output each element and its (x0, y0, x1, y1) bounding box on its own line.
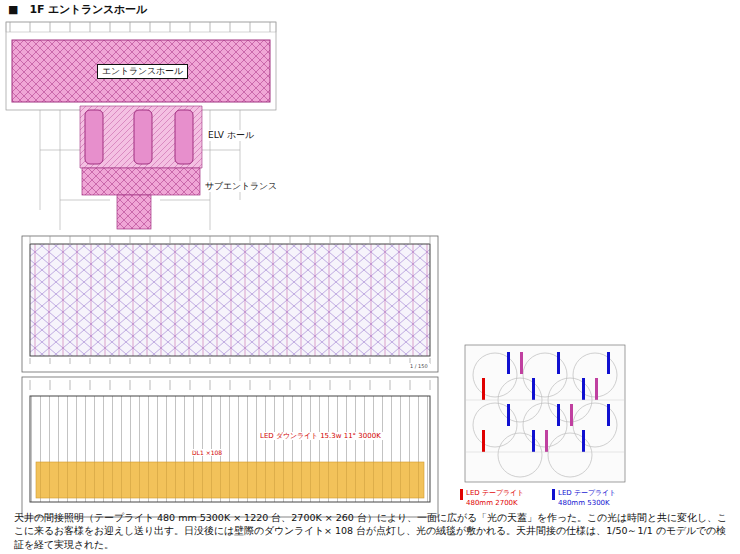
room-label: ELV ホール (206, 130, 256, 141)
legend-entry: LED テープライト 480mm 5300K (552, 488, 642, 508)
fixture-count: DL1 ×108 (190, 449, 224, 456)
legend-text: LED テープライト 480mm 2700K (466, 488, 550, 508)
elevator-core (134, 110, 152, 164)
page-title: ■ 1F エントランスホール (8, 3, 147, 16)
tape-light-ceiling (30, 244, 430, 356)
elv-hall-area (80, 106, 202, 168)
grid-ticks (22, 380, 438, 390)
sub-entrance-area (117, 195, 151, 229)
plan-frame (22, 236, 438, 372)
legend-swatch (552, 489, 555, 500)
legend-entry: LED テープライト 480mm 2700K (460, 488, 550, 508)
grid-ticks (22, 236, 438, 243)
sub-entrance-area (82, 168, 200, 195)
caption-text: 天井の間接照明（テープライト 480 mm 5300K × 1220 台、270… (14, 511, 730, 552)
scale-note: 1 / 150 (408, 363, 430, 369)
tape-light-bars (482, 352, 610, 452)
room-label-box: エントランスホール (97, 64, 188, 79)
legend-text: LED テープライト 480mm 5300K (558, 488, 642, 508)
tape-light-detail (465, 345, 625, 482)
detail-grid (465, 400, 625, 452)
upper-floor-plan (6, 22, 276, 230)
downlight-zone (36, 462, 424, 498)
elevator-core (85, 110, 103, 164)
detail-frame (465, 345, 625, 482)
building-outline (6, 22, 276, 110)
wall-lines (40, 110, 240, 230)
room-name: エントランスホール (102, 66, 183, 77)
grid-ticks (6, 22, 276, 32)
legend-swatch (460, 489, 463, 500)
downlight-plan (22, 377, 438, 517)
entrance-hall-area (12, 40, 270, 102)
elevator-core (175, 110, 193, 164)
ceiling-arcs (473, 353, 617, 477)
grid-ticks (22, 358, 438, 364)
ceiling-plan (22, 236, 438, 372)
plan-frame (22, 377, 438, 517)
fixture-label: LED ダウンライト 15.3w 11° 3000K (258, 432, 383, 440)
ceiling-grid (30, 396, 430, 502)
room-label: サブエントランス (203, 181, 279, 192)
